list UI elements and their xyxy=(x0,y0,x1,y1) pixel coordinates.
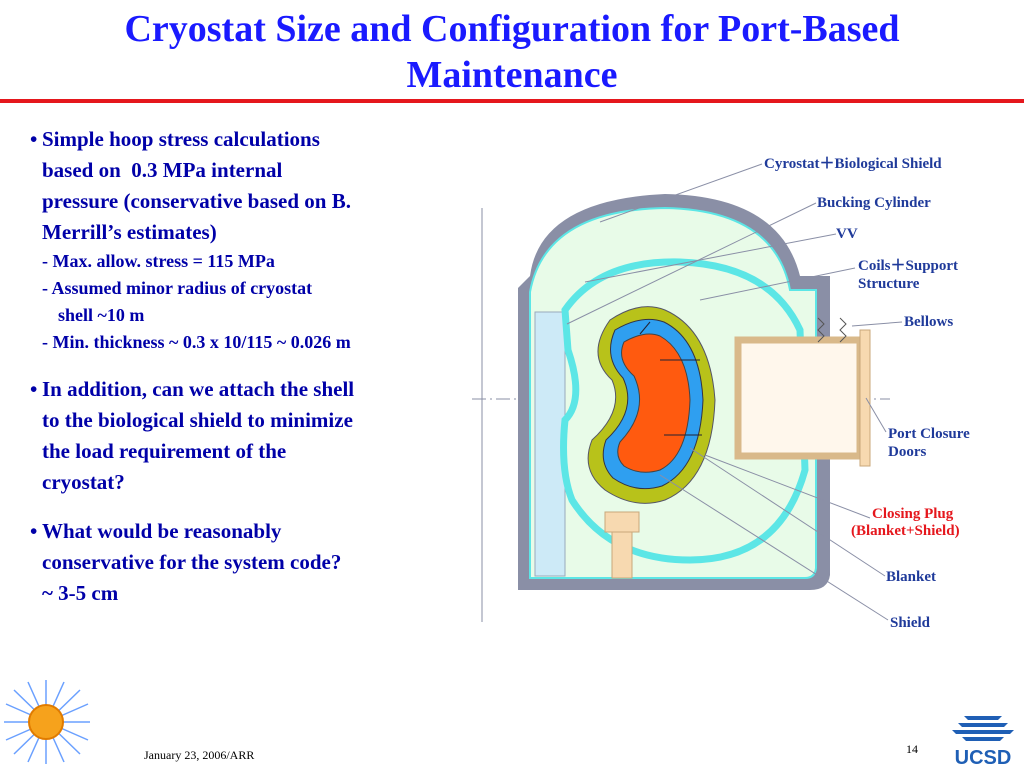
ucsd-logo-text: UCSD xyxy=(955,747,1012,768)
label-blanket: Blanket xyxy=(886,569,936,585)
sub-item-minor-radius: - Assumed minor radius of cryostat xyxy=(42,278,313,298)
sun-logo-icon xyxy=(4,680,90,764)
bullet-dot: • xyxy=(30,127,38,151)
bullet-3-line: conservative for the system code? xyxy=(42,550,342,574)
footer-date: January 23, 2006/ARR xyxy=(144,748,255,762)
bullet-2-line: cryostat? xyxy=(42,470,125,494)
port-duct xyxy=(734,336,864,460)
ucsd-logo: UCSD xyxy=(952,716,1014,768)
sub-item-max-stress: - Max. allow. stress = 115 MPa xyxy=(42,251,275,271)
bullet-2-line: the load requirement of the xyxy=(42,439,287,463)
label-shield: Shield xyxy=(890,615,931,631)
bullet-item-1: • Simple hoop stress calculations based … xyxy=(30,124,450,248)
sub-item-minor-radius-cont: shell ~10 m xyxy=(58,305,145,325)
label-bucking-cylinder: Bucking Cylinder xyxy=(817,195,931,211)
label-bellows: Bellows xyxy=(904,314,953,330)
bucking-cylinder xyxy=(534,311,566,577)
label-coils-support: Coils＋Support xyxy=(858,258,958,274)
label-doors: Doors xyxy=(888,444,926,460)
bullet-list: • Simple hoop stress calculations based … xyxy=(30,124,450,609)
bullet-1-line: based on 0.3 MPa internal xyxy=(42,158,283,182)
bullet-item-3: • What would be reasonably conservative … xyxy=(30,516,450,609)
support-cap xyxy=(604,511,640,533)
port-closure-door xyxy=(859,329,871,467)
bellows xyxy=(817,317,847,343)
label-coils-structure: Structure xyxy=(858,276,920,292)
bullet-2-line: In addition, can we attach the shell xyxy=(42,377,355,401)
bullet-3-line: ~ 3-5 cm xyxy=(42,581,119,605)
bullet-3-line: What would be reasonably xyxy=(42,519,282,543)
label-vv: VV xyxy=(836,226,858,242)
bullet-dot: • xyxy=(30,519,38,543)
leader-lines xyxy=(566,163,903,621)
label-cryostat-biological-shield: Cyrostat＋Biological Shield xyxy=(764,156,942,172)
bullet-dot: • xyxy=(30,377,38,401)
bullet-2-line: to the biological shield to minimize xyxy=(42,408,353,432)
label-closing-plug: Closing Plug xyxy=(872,506,954,522)
bullet-1-line: Simple hoop stress calculations xyxy=(42,127,320,151)
title-line-2: Maintenance xyxy=(406,54,618,96)
title-line-1: Cryostat Size and Configuration for Port… xyxy=(124,8,900,50)
slide-title: Cryostat Size and Configuration for Port… xyxy=(60,6,964,98)
plasma-core xyxy=(617,333,691,473)
segment-line xyxy=(639,321,651,335)
sub-item-min-thickness: - Min. thickness ~ 0.3 x 10/115 ~ 0.026 … xyxy=(42,332,351,352)
label-port-closure: Port Closure xyxy=(888,426,970,442)
lower-support xyxy=(611,529,633,579)
page-number: 14 xyxy=(906,742,918,756)
title-divider xyxy=(0,99,1024,103)
bullet-item-2: • In addition, can we attach the shell t… xyxy=(30,374,450,498)
bullet-1-line: Merrill’s estimates) xyxy=(42,220,217,244)
coil-ring xyxy=(560,258,809,564)
label-blanket-shield: (Blanket+Shield) xyxy=(851,523,960,539)
bullet-1-line: pressure (conservative based on B. xyxy=(42,189,351,213)
